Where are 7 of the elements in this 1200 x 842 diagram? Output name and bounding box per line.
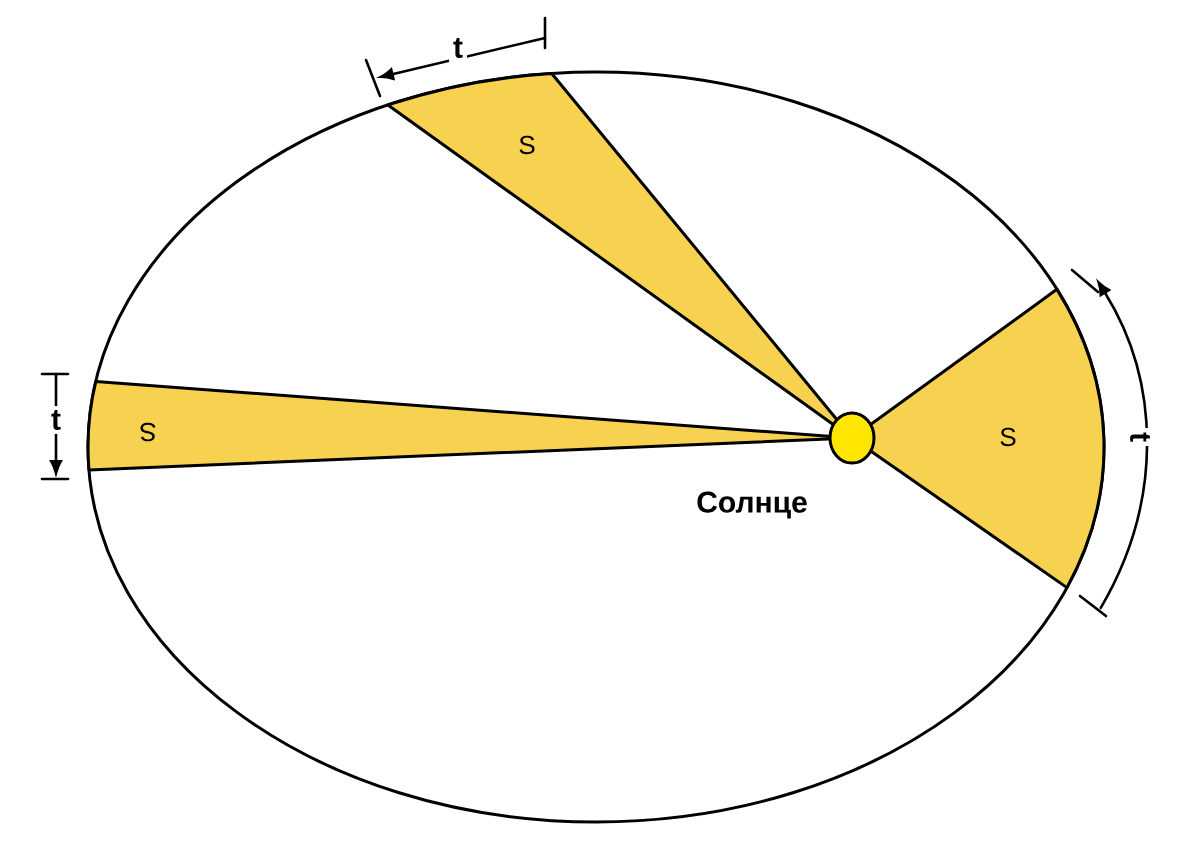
sector: S [850,287,1106,590]
sector: S [86,380,854,472]
dimension-label: t [1126,428,1154,446]
sun-circle [828,411,876,465]
dimension-label: t [449,34,467,62]
dimension-label: t [47,406,65,434]
sun-label: Солнце [697,491,807,519]
